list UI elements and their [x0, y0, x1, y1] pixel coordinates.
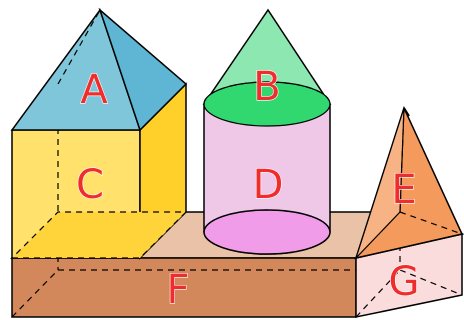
- label-d: D: [253, 162, 284, 208]
- label-a: A: [80, 67, 108, 113]
- shape-b-cone: [202, 8, 332, 127]
- shape-d-cylinder: [203, 103, 331, 255]
- shape-e-pyramid: [354, 105, 464, 260]
- cube-c-bottom-face: [10, 211, 188, 259]
- label-f: F: [166, 267, 189, 313]
- shape-c-cube: [10, 82, 188, 260]
- pyramid-e-side-face: [355, 107, 405, 259]
- shape-a-pyramid: [10, 7, 188, 132]
- label-c: C: [76, 162, 104, 208]
- pyramid-a-side-face: [98, 7, 188, 132]
- label-e: E: [391, 167, 416, 213]
- label-b: B: [253, 64, 280, 110]
- label-g: G: [389, 259, 420, 305]
